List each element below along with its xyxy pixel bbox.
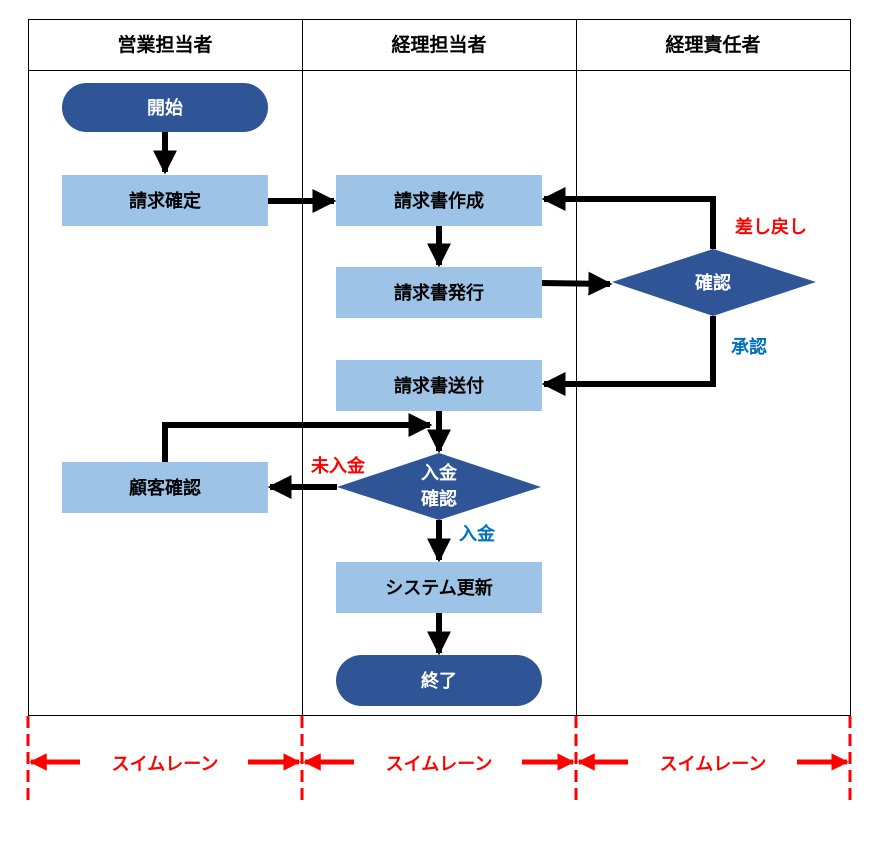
process-customer-check: [62, 462, 268, 513]
edge-label-paid: 入金: [459, 523, 496, 545]
lane-header-sales: 営業担当者: [117, 33, 212, 56]
process-customer-check-label: 顧客確認: [129, 477, 201, 499]
decision-payment-check-label-2: 確認: [421, 488, 457, 510]
lane-footer-2: スイムレーン: [386, 754, 493, 775]
process-system-update: [336, 562, 542, 613]
lane-header-accounting-manager: 経理責任者: [665, 33, 760, 56]
arrow-customer-to-payment: [162, 413, 433, 462]
decision-approval-check: [612, 249, 816, 316]
decision-payment-check-label-1: 入金: [421, 462, 458, 484]
end-label: 終了: [421, 670, 457, 692]
end-terminal: [336, 655, 542, 706]
lane-table: [28, 19, 851, 716]
decision-payment-check: [337, 453, 541, 520]
start-terminal: [62, 83, 268, 132]
process-invoice-issue-label: 請求書発行: [394, 282, 484, 304]
lane-header-accounting: 経理担当者: [391, 33, 486, 56]
edge-label-unpaid: 未入金: [311, 455, 366, 477]
lane-footer-1: スイムレーン: [112, 754, 219, 775]
process-system-update-label: システム更新: [385, 577, 492, 599]
arrow-issue-to-check: [541, 271, 613, 296]
decision-approval-check-label: 確認: [695, 272, 731, 294]
process-invoice-send-label: 請求書送付: [394, 375, 484, 397]
lane-markers: [26, 716, 852, 806]
lane-footer-3: スイムレーン: [660, 754, 767, 775]
process-invoice-confirm-label: 請求確定: [129, 190, 201, 212]
process-invoice-issue: [336, 267, 542, 318]
arrow-approve: [541, 316, 716, 396]
start-label: 開始: [147, 97, 183, 119]
process-invoice-create: [336, 175, 542, 226]
flow-arrows: [153, 132, 716, 656]
edge-label-approve: 承認: [731, 336, 767, 358]
process-invoice-create-label: 請求書作成: [394, 190, 484, 212]
process-invoice-send: [336, 360, 542, 411]
edge-label-send-back: 差し戻し: [735, 216, 807, 238]
process-invoice-confirm: [62, 175, 268, 226]
arrow-send-back: [541, 187, 716, 249]
